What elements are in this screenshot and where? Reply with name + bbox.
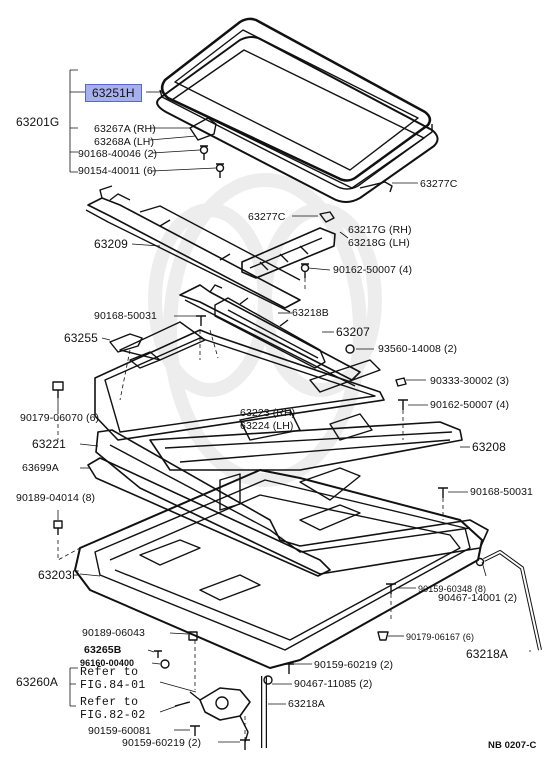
label-90467-14001: 90467-14001 (2) bbox=[438, 592, 518, 604]
label-90179-06167: 90179-06167 (6) bbox=[406, 632, 475, 642]
clip-90333-30002 bbox=[395, 377, 407, 387]
bolt-90159-60219-b bbox=[240, 739, 250, 750]
bolt-90168-40046 bbox=[199, 145, 209, 155]
clamp-90467-11085 bbox=[263, 675, 273, 685]
bolt-63265b bbox=[154, 650, 162, 658]
label-90162-50007-a: 90162-50007 (4) bbox=[333, 264, 413, 276]
glass-panel bbox=[159, 17, 433, 190]
bolt-90189-06043 bbox=[188, 631, 198, 641]
bolt-90162-50007-b bbox=[398, 399, 408, 410]
label-63208: 63208 bbox=[472, 440, 506, 454]
label-63203f: 63203F bbox=[38, 568, 80, 582]
weatherstrip bbox=[156, 36, 439, 203]
bolt-90159-60081 bbox=[190, 725, 200, 736]
label-90159-60219-b: 90159-60219 (2) bbox=[122, 737, 202, 749]
label-63217g: 63217G (RH) bbox=[348, 224, 412, 236]
seal-63699a bbox=[87, 457, 331, 577]
drain-channel-63208 bbox=[149, 421, 463, 471]
label-90159-60219-a: 90159-60219 (2) bbox=[314, 659, 394, 671]
refer-fig-84-01-line2[interactable]: FIG.84-01 bbox=[80, 679, 146, 692]
label-90189-04014: 90189-04014 (8) bbox=[16, 492, 96, 504]
label-63267a: 63267A (RH) bbox=[94, 123, 156, 135]
label-63218a-bottom: 63218A bbox=[288, 698, 325, 710]
label-90159-60348: 90159-60348 (8) bbox=[418, 584, 487, 594]
label-90333-30002: 90333-30002 (3) bbox=[430, 375, 510, 387]
label-90168-50031-b: 90168-50031 bbox=[470, 486, 533, 498]
label-63221: 63221 bbox=[32, 437, 66, 451]
bracket-63267a bbox=[189, 117, 217, 141]
label-63251h-highlighted[interactable]: 63251H bbox=[85, 84, 142, 102]
bolt-90154-40011 bbox=[215, 163, 225, 173]
clip-96160-00400 bbox=[160, 659, 170, 669]
plug-93560-14008 bbox=[345, 344, 355, 354]
label-90159-60081: 90159-60081 bbox=[88, 725, 151, 737]
label-90168-40046: 90168-40046 (2) bbox=[78, 148, 158, 160]
label-63277c-mid: 63277C bbox=[248, 211, 286, 223]
dashed-connectors bbox=[57, 278, 444, 740]
motor-assembly bbox=[174, 687, 251, 743]
label-63268a: 63268A (LH) bbox=[94, 136, 155, 148]
label-63265b: 63265B bbox=[84, 644, 122, 656]
rail-63218b bbox=[179, 284, 361, 387]
bolt-90179-06070 bbox=[52, 381, 64, 398]
refer-fig-82-02-line1[interactable]: Refer to bbox=[80, 696, 139, 709]
clamp-90467-14001 bbox=[475, 557, 485, 567]
bracket-63277c-right bbox=[359, 181, 393, 193]
clip-63277c-mid bbox=[319, 211, 335, 223]
bolt-90159-60348 bbox=[386, 583, 396, 594]
label-90179-06070: 90179-06070 (6) bbox=[20, 412, 100, 424]
bolt-90168-50031-b bbox=[438, 487, 448, 498]
refer-fig-84-01-line1[interactable]: Refer to bbox=[80, 666, 139, 679]
drain-pan-63203f bbox=[74, 469, 483, 669]
bolt-90189-04014 bbox=[53, 520, 63, 535]
diagram-code: NB 0207-C bbox=[488, 740, 537, 751]
rail-63207 bbox=[214, 297, 326, 369]
label-90154-40011: 90154-40011 (6) bbox=[78, 165, 157, 177]
label-90168-50031-a: 90168-50031 bbox=[94, 310, 157, 322]
bracket-63255 bbox=[109, 333, 143, 353]
label-90467-11085: 90467-11085 (2) bbox=[294, 678, 373, 690]
label-63277c-right: 63277C bbox=[420, 178, 458, 190]
label-63223: 63223 (RH) bbox=[240, 407, 296, 419]
label-63218b: 63218B bbox=[292, 307, 329, 319]
bolt-90179-06167 bbox=[377, 631, 389, 641]
label-90162-50007-b: 90162-50007 (4) bbox=[430, 399, 510, 411]
frame-63209 bbox=[85, 185, 301, 313]
label-63260a: 63260A bbox=[16, 675, 58, 689]
label-90189-06043: 90189-06043 bbox=[82, 627, 145, 639]
bolt-90162-50007 bbox=[300, 263, 310, 273]
label-93560-14008: 93560-14008 (2) bbox=[378, 343, 458, 355]
label-63699a: 63699A bbox=[22, 462, 59, 474]
label-63218g: 63218G (LH) bbox=[348, 237, 410, 249]
label-63255: 63255 bbox=[64, 331, 98, 345]
label-63209: 63209 bbox=[94, 237, 128, 251]
refer-fig-82-02-line2[interactable]: FIG.82-02 bbox=[80, 709, 146, 722]
label-63224: 63224 (LH) bbox=[240, 420, 294, 432]
label-96160-00400: 96160-00400 bbox=[80, 658, 135, 668]
label-63201g: 63201G bbox=[16, 115, 60, 129]
label-63218a-right: 63218A bbox=[466, 647, 508, 661]
slider-63217g bbox=[241, 227, 336, 279]
leader-lines bbox=[57, 69, 531, 743]
sunroof-housing-frame bbox=[94, 321, 385, 441]
bolt-90168-50031 bbox=[196, 315, 206, 326]
label-63207: 63207 bbox=[336, 325, 370, 339]
